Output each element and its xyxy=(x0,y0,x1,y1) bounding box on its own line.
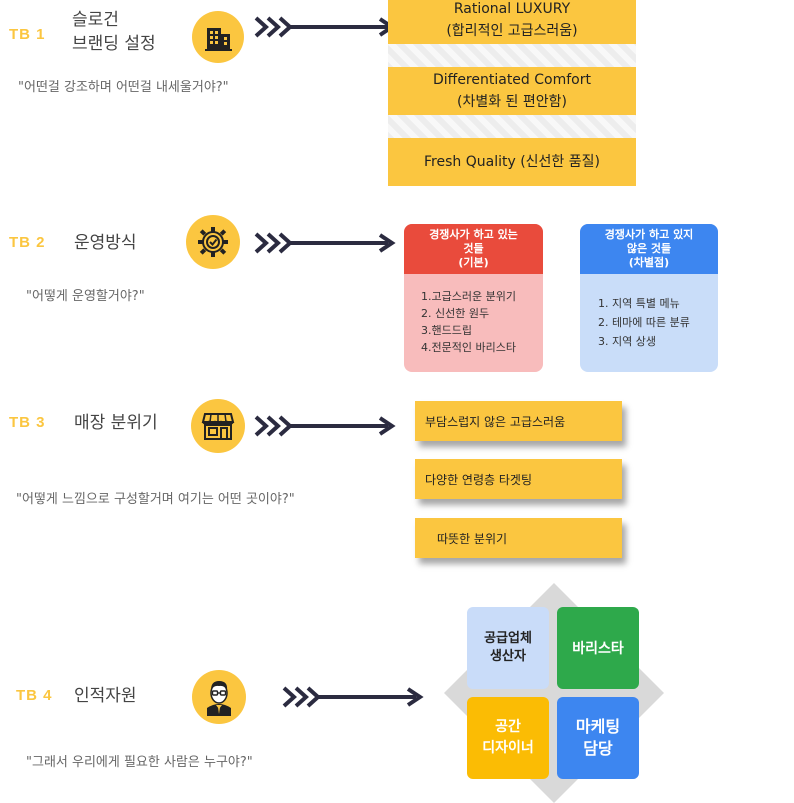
tb2-question: "어떻게 운영할거야?" xyxy=(26,289,145,304)
list-item: 2. 테마에 따른 분류 xyxy=(598,316,690,329)
bar-divider xyxy=(388,42,636,70)
tb2-title: 운영방식 xyxy=(74,233,137,253)
list-item: 2. 신선한 원두 xyxy=(421,307,490,320)
competitor-basic-list: 1.고급스러운 분위기 2. 신선한 원두 3.핸드드립 4.전문적인 바리스타 xyxy=(404,274,543,356)
tile-space-designer-line1: 공간 xyxy=(495,719,521,735)
slogan-bar-1-line2: (합리적인 고급스러움) xyxy=(446,23,578,39)
tile-marketing: 마케팅 담당 xyxy=(557,697,639,779)
slogan-bar-2-line1: Differentiated Comfort xyxy=(433,72,591,88)
slogan-bar-1: Rational LUXURY (합리적인 고급스러움) xyxy=(388,0,636,44)
tile-barista: 바리스타 xyxy=(557,607,639,689)
slogan-bar-2-line2: (차별화 된 편안함) xyxy=(457,94,567,110)
tb1-title-line2: 브랜딩 설정 xyxy=(72,34,156,54)
tb1-question: "어떤걸 강조하며 어떤걸 내세울거야?" xyxy=(18,80,229,95)
competitor-diff-card: 경쟁사가 하고 있지 않은 것들 (차별점) 1. 지역 특별 메뉴 2. 테마… xyxy=(580,224,718,372)
list-item: 4.전문적인 바리스타 xyxy=(421,341,516,354)
atmosphere-tag-3: 따뜻한 분위기 xyxy=(415,518,622,558)
list-item: 1. 지역 특별 메뉴 xyxy=(598,297,680,310)
tb3-label: TB 3 xyxy=(9,414,46,431)
tb4-label: TB 4 xyxy=(16,687,53,704)
card-header-line: (기본) xyxy=(458,256,489,269)
card-header-line: 경쟁사가 하고 있지 xyxy=(604,228,694,241)
competitor-basic-header: 경쟁사가 하고 있는 것들 (기본) xyxy=(404,224,543,274)
tile-marketing-line2: 담당 xyxy=(583,739,613,758)
hr-matrix: 공급업체 생산자 바리스타 공간 디자이너 마케팅 담당 xyxy=(444,583,664,803)
card-header-line: 경쟁사가 하고 있는 xyxy=(429,228,518,241)
tb3-question: "어떻게 느낌으로 구성할거며 여기는 어떤 곳이야?" xyxy=(16,492,295,507)
list-item: 1.고급스러운 분위기 xyxy=(421,290,516,303)
tb3-arrow xyxy=(254,413,399,443)
slogan-bar-3-line1: Fresh Quality (신선한 품질) xyxy=(424,154,600,170)
list-item: 3. 지역 상생 xyxy=(598,335,656,348)
businessman-icon xyxy=(192,670,246,724)
competitor-diff-header: 경쟁사가 하고 있지 않은 것들 (차별점) xyxy=(580,224,718,274)
competitor-basic-card: 경쟁사가 하고 있는 것들 (기본) 1.고급스러운 분위기 2. 신선한 원두… xyxy=(404,224,543,372)
tile-supplier-line2: 생산자 xyxy=(490,649,526,664)
tb2-arrow xyxy=(254,230,399,260)
building-icon xyxy=(192,11,244,63)
card-header-line: 것들 xyxy=(463,242,484,255)
slogan-bar-2: Differentiated Comfort (차별화 된 편안함) xyxy=(388,67,636,115)
tb1-arrow xyxy=(254,14,399,44)
tile-marketing-line1: 마케팅 xyxy=(575,717,621,736)
tb4-title: 인적자원 xyxy=(74,686,137,706)
bar-divider xyxy=(388,112,636,140)
tb1-label: TB 1 xyxy=(9,26,46,43)
tile-space-designer-line2: 디자이너 xyxy=(482,740,534,756)
tb1-bar-stack: Rational LUXURY (합리적인 고급스러움) Differentia… xyxy=(388,0,636,186)
card-header-line: (차별점) xyxy=(628,256,670,269)
atmosphere-tag-1: 부담스럽지 않은 고급스러움 xyxy=(415,401,622,441)
tb3-title: 매장 분위기 xyxy=(74,413,158,433)
tb1-title: 슬로건 브랜딩 설정 xyxy=(72,8,156,56)
slogan-bar-1-line1: Rational LUXURY xyxy=(453,1,571,17)
tb4-question: "그래서 우리에게 필요한 사람은 누구야?" xyxy=(26,755,253,770)
tile-barista-line1: 바리스타 xyxy=(572,641,624,657)
atmosphere-tag-2: 다양한 연령층 타겟팅 xyxy=(415,459,622,499)
storefront-icon xyxy=(191,399,245,453)
tile-space-designer: 공간 디자이너 xyxy=(467,697,549,779)
gear-check-icon xyxy=(186,215,240,269)
card-header-line: 않은 것들 xyxy=(626,242,672,255)
tb2-label: TB 2 xyxy=(9,234,46,251)
slogan-bar-3: Fresh Quality (신선한 품질) xyxy=(388,138,636,186)
tb1-title-line1: 슬로건 xyxy=(72,10,119,30)
tile-supplier-line1: 공급업체 xyxy=(484,631,532,646)
tb4-arrow xyxy=(282,684,427,714)
competitor-diff-list: 1. 지역 특별 메뉴 2. 테마에 따른 분류 3. 지역 상생 xyxy=(580,274,718,351)
tile-supplier: 공급업체 생산자 xyxy=(467,607,549,689)
list-item: 3.핸드드립 xyxy=(421,324,472,337)
